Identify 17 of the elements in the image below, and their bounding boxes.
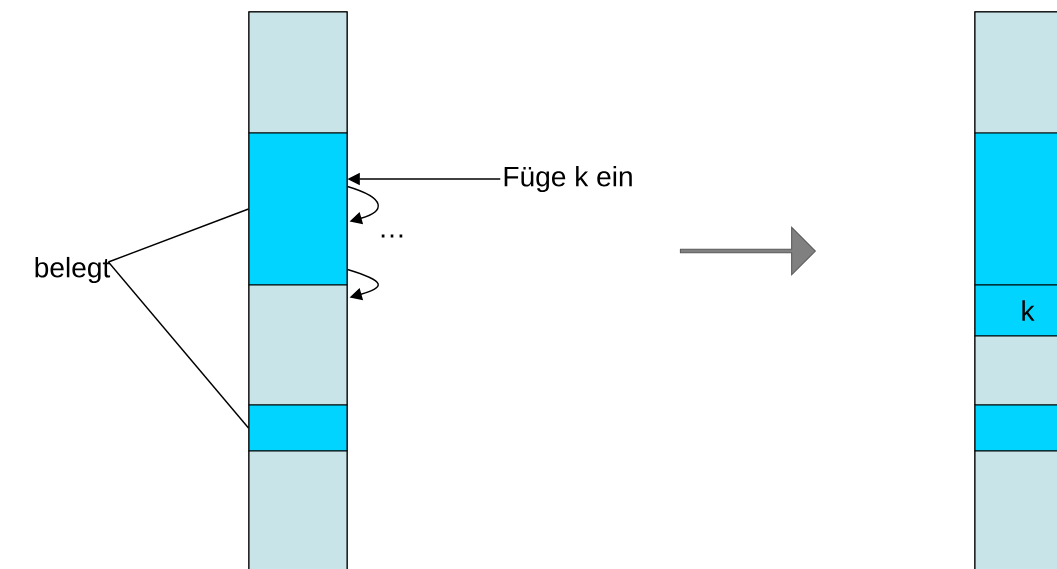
memory-block [974,404,1057,452]
memory-block [974,335,1057,406]
memory-block [248,11,348,134]
leader-line [107,261,250,429]
curved-arrow [346,268,379,301]
text-label: Füge k ein [504,165,632,193]
leader-line [107,208,250,263]
memory-block [974,11,1057,134]
memory-block [248,404,348,452]
memory-block [974,450,1057,569]
ellipsis: … [381,234,403,238]
memory-block [248,132,348,286]
text-label: belegt [35,256,111,284]
memory-block [248,284,348,406]
memory-block [248,450,348,569]
curved-arrow [346,185,379,225]
memory-block: k [974,284,1057,337]
